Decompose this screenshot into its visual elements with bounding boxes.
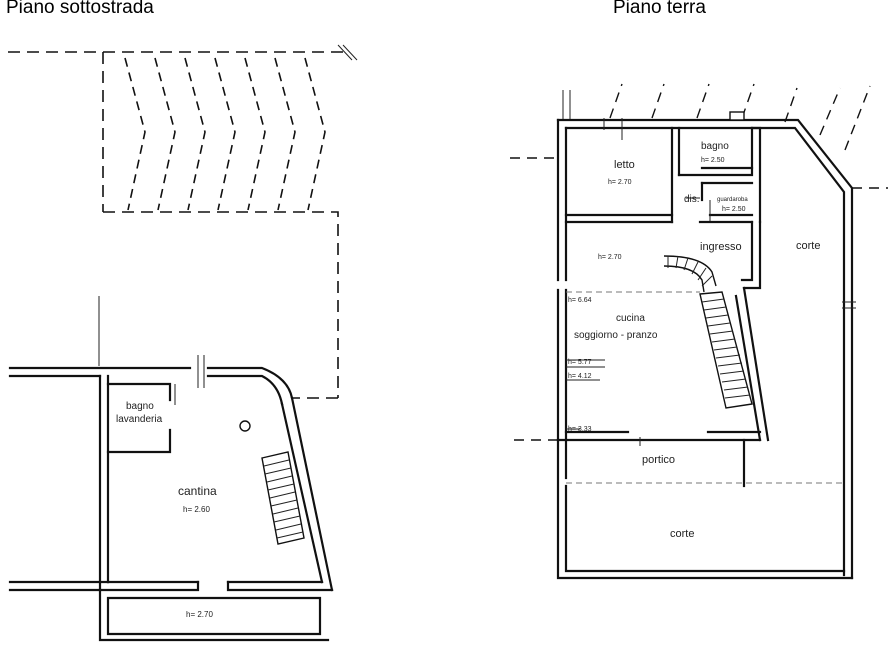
label-cellar-height: h= 2.60: [183, 505, 210, 514]
label-kitchen: cucina: [616, 313, 645, 324]
basement-staircase: [261, 451, 305, 545]
label-yard-bottom: corte: [670, 528, 694, 540]
label-hallway: dis.: [684, 194, 700, 205]
label-h-412: h= 4.12: [568, 373, 592, 380]
title-ground-floor: Piano terra: [613, 0, 706, 18]
label-strip-height: h= 2.70: [186, 610, 213, 619]
label-portico: portico: [642, 454, 675, 466]
label-ground-bathroom: bagno: [701, 141, 729, 152]
title-basement-floor: Piano sottostrada: [6, 0, 154, 18]
label-bedroom-height: h= 2.70: [608, 179, 632, 186]
label-entrance: ingresso: [700, 241, 742, 253]
ground-staircase: [663, 255, 753, 409]
label-living-height: h= 2.70: [598, 254, 622, 261]
label-basement-laundry: lavanderia: [116, 414, 163, 425]
label-h-664: h= 6.64: [568, 297, 592, 304]
label-basement-bathroom: bagno: [126, 401, 154, 412]
label-wardrobe: guardaroba: [717, 197, 748, 203]
basement-plan: bagno lavanderia cantina h= 2.60 h= 2.70: [8, 44, 358, 642]
ramp-chevrons: [124, 57, 326, 211]
ground-floor-plan: letto h= 2.70 bagno h= 2.50 guardaroba h…: [510, 83, 888, 580]
label-living: soggiorno - pranzo: [574, 330, 658, 341]
label-bedroom: letto: [614, 159, 635, 171]
label-h-577: h= 5.77: [568, 359, 592, 366]
label-h-333: h= 3.33: [568, 426, 592, 433]
label-wardrobe-height: h= 2.50: [722, 206, 746, 213]
label-yard-right: corte: [796, 240, 820, 252]
label-ground-bathroom-height: h= 2.50: [701, 157, 725, 164]
label-cellar: cantina: [178, 484, 217, 498]
